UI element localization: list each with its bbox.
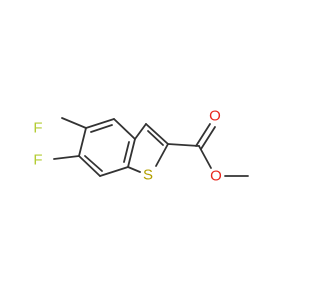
sulfur-atom: S bbox=[143, 167, 153, 184]
bond-c7a-c3a bbox=[127, 138, 136, 168]
bond-c2-s bbox=[155, 143, 169, 167]
bond-c3-c2 bbox=[145, 123, 169, 145]
bond-c7a-c3a-inner bbox=[123, 141, 130, 163]
bond-c5-c6 bbox=[78, 127, 87, 157]
bond-c6-c7-inner bbox=[84, 155, 103, 172]
molecule-canvas: F F S O O bbox=[33, 108, 249, 185]
carbonyl-oxygen-atom: O bbox=[209, 108, 221, 125]
bond-c4-c5 bbox=[85, 118, 115, 129]
bond-c4-c5-inner bbox=[90, 124, 113, 133]
bond-c3a-c4 bbox=[113, 118, 136, 140]
atom-label-layer: F F S O O bbox=[33, 108, 221, 185]
bond-carbonyl-o2 bbox=[198, 145, 212, 169]
bond-c6-f2 bbox=[53, 155, 80, 160]
bond-c5-f1 bbox=[61, 117, 87, 129]
bond-c6-c7 bbox=[78, 155, 101, 177]
bond-s-c7a bbox=[127, 166, 141, 173]
fluorine-atom-2: F bbox=[33, 152, 42, 169]
ester-oxygen-atom: O bbox=[210, 168, 222, 185]
bond-c2-carbonyl bbox=[167, 143, 200, 147]
bond-layer bbox=[53, 117, 249, 177]
bond-c3a-c3 bbox=[134, 123, 147, 140]
fluorine-atom-1: F bbox=[33, 120, 42, 137]
bond-c3-c2-inner bbox=[147, 130, 164, 146]
bond-carbonyl-o1 bbox=[195, 123, 211, 147]
bond-c7-c7a bbox=[99, 166, 129, 177]
bond-carbonyl-o1-double bbox=[200, 126, 216, 150]
